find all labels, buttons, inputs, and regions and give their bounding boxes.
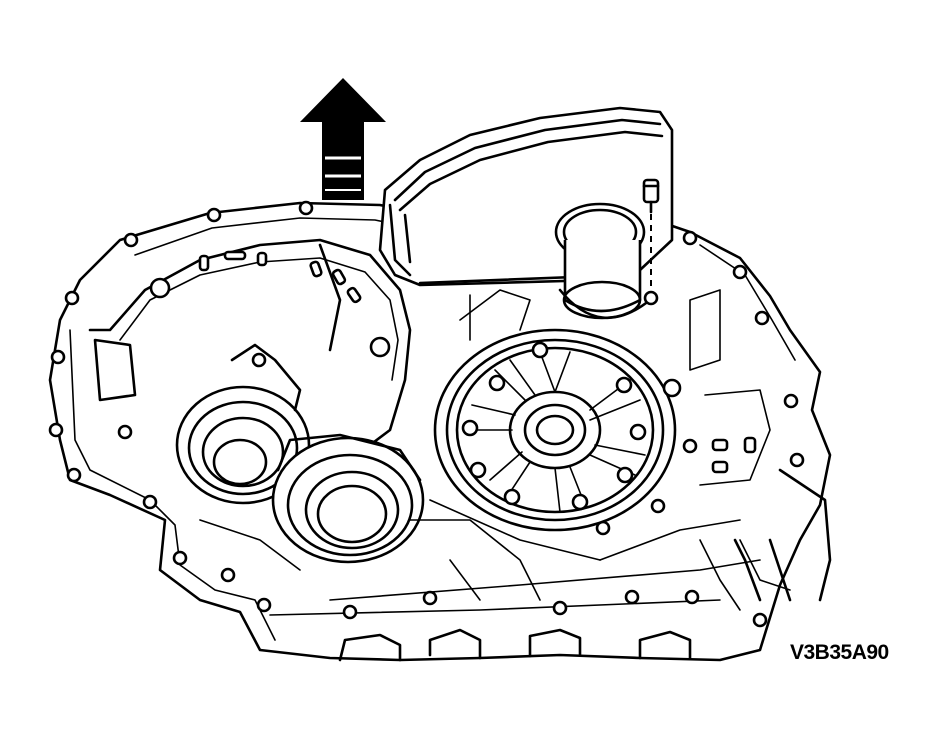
up-arrow-icon [300, 78, 386, 200]
filter-retaining-bolt [642, 178, 660, 306]
converter-housing-cavity [88, 238, 412, 472]
figure-code: V3B35A90 [790, 641, 889, 664]
oil-pump-assembly [433, 328, 682, 532]
right-edge-detail [733, 468, 832, 602]
housing-ribs [199, 289, 771, 611]
housing-bolt-holes [48, 200, 805, 628]
oil-filter-strainer [378, 106, 674, 320]
center-bearing-bore [271, 433, 425, 564]
left-bearing-bore [175, 343, 311, 505]
